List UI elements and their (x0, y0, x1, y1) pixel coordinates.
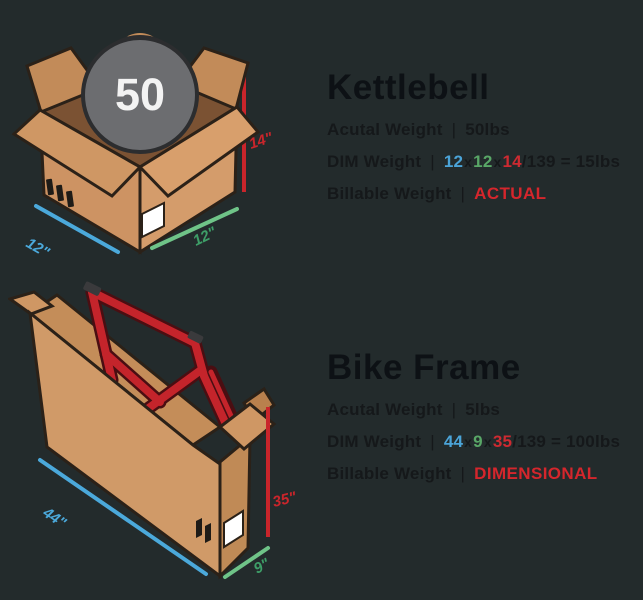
box-left-flap (11, 108, 143, 198)
shipping-label (223, 509, 244, 549)
box-vent-marks (46, 178, 74, 208)
bike-actual-weight-row: Acutal Weight | 5lbs (327, 400, 643, 420)
box-right-flap (137, 105, 261, 198)
multiply-sign: x (464, 153, 473, 170)
dim-length-value: 44 (443, 431, 464, 451)
kettlebell-section-title: Kettlebell (327, 68, 490, 107)
bike-frame-spec-section: Bike Frame Acutal Weight | 5lbs DIM Weight… (327, 348, 643, 496)
dim-length-value: 12 (443, 151, 464, 171)
bike-frame-box-illustration: 44" 9" 35" (8, 281, 299, 580)
kettlebell: 50 (81, 35, 199, 154)
chain-stay (102, 350, 164, 406)
bike-frame-section-title: Bike Frame (327, 348, 521, 387)
multiply-sign: x (493, 153, 502, 170)
kettlebell-weight-number: 50 (115, 69, 165, 120)
box-right-flap (217, 402, 277, 451)
actual-weight-value: 5lbs (465, 399, 501, 419)
bike-dim-weight-row: DIM Weight|44x9x35/139 = 100lbs (327, 432, 643, 452)
box-left-tip-flap (8, 290, 56, 316)
kettlebell-billable-weight-row: Billable Weight | ACTUAL (327, 184, 643, 204)
dim-formula-result: /139 = 15lbs (521, 151, 621, 171)
seat-tube (88, 288, 116, 384)
bike-frame (83, 281, 239, 429)
dim-height-value: 14 (502, 151, 522, 171)
height-dimension-label: 35" (271, 488, 299, 510)
actual-weight-value: 50lbs (465, 119, 510, 139)
kettlebell-ball (81, 36, 199, 154)
box-vent-marks (196, 518, 211, 543)
dim-weight-label: DIM Weight (327, 431, 422, 451)
dim-width-value: 9 (473, 431, 483, 451)
billable-weight-label: Billable Weight (327, 463, 452, 483)
height-dimension-label: 14" (247, 129, 276, 153)
kettlebell-dim-weight-row: DIM Weight|12x12x14/139 = 15lbs (327, 152, 643, 172)
length-dimension-line (34, 204, 120, 254)
width-dimension-line (223, 546, 270, 579)
dim-width-value: 12 (473, 151, 493, 171)
kettlebell-spec-section: Kettlebell Acutal Weight | 50lbs DIM Weigh… (327, 68, 643, 216)
separator: | (460, 183, 466, 203)
down-tube (138, 366, 205, 417)
top-tube (88, 288, 199, 347)
actual-weight-label: Acutal Weight (327, 119, 443, 139)
shipping-label (141, 201, 165, 239)
tube-end-cap (187, 331, 204, 344)
multiply-sign: x (464, 433, 473, 450)
length-dimension-label: 44" (39, 504, 70, 532)
tube-end-cap (83, 281, 102, 296)
dim-weight-label: DIM Weight (327, 151, 422, 171)
separator: | (460, 463, 466, 483)
separator: | (451, 399, 457, 419)
kettlebell-box-illustration: 50 12" 12" 14" (11, 33, 276, 258)
box-right-face (218, 433, 252, 580)
actual-weight-label: Acutal Weight (327, 399, 443, 419)
separator: | (430, 431, 435, 451)
kettlebell-actual-weight-row: Acutal Weight | 50lbs (327, 120, 643, 140)
billable-weight-value: DIMENSIONAL (474, 463, 598, 483)
fork-leg (200, 372, 229, 426)
bike-billable-weight-row: Billable Weight | DIMENSIONAL (327, 464, 643, 484)
separator: | (451, 119, 457, 139)
dim-height-value: 35 (492, 431, 513, 451)
multiply-sign: x (483, 433, 492, 450)
fork-leg (208, 369, 235, 421)
separator: | (430, 151, 435, 171)
dim-formula-result: /139 = 100lbs (512, 431, 621, 451)
width-dimension-line (150, 207, 239, 250)
length-dimension-line (38, 458, 208, 576)
billable-weight-value: ACTUAL (474, 183, 547, 203)
length-dimension-label: 12" (23, 235, 53, 258)
billable-weight-label: Billable Weight (327, 183, 452, 203)
